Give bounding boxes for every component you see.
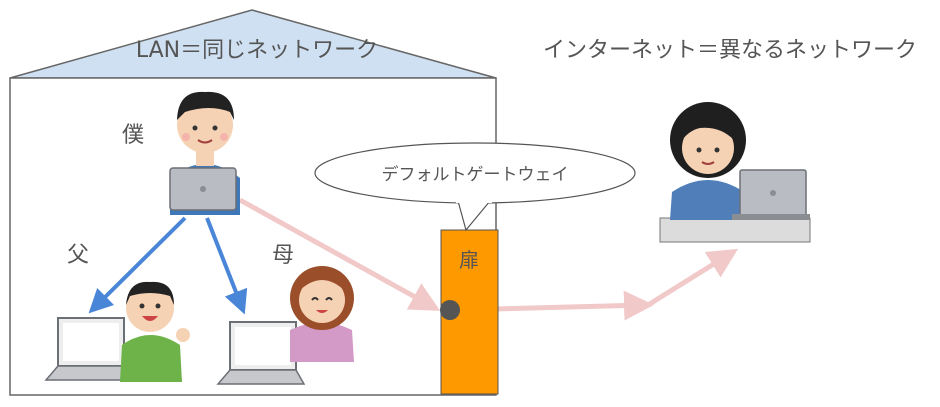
lan-arrow-to-mother — [205, 217, 248, 315]
person-father — [120, 281, 190, 382]
label-mother: 母 — [272, 243, 294, 268]
gateway-speech-bubble: デフォルトゲートウェイ — [314, 142, 636, 232]
label-father: 父 — [67, 243, 89, 268]
mother-head — [299, 277, 345, 323]
route-arrow-to-door — [238, 197, 441, 311]
door-label: 扉 — [459, 248, 479, 272]
lan-title: LAN＝同じネットワーク — [136, 38, 378, 63]
person-me — [169, 91, 240, 215]
route-arrow-to-remote — [646, 248, 739, 308]
door-knob — [440, 300, 460, 320]
person-mother — [290, 266, 354, 362]
person-remote — [659, 102, 811, 243]
lan-arrow-to-father — [88, 216, 187, 314]
remote-head — [682, 122, 734, 174]
father-head — [126, 284, 174, 332]
father-laptop — [44, 317, 134, 381]
me-head — [177, 97, 233, 153]
bubble-text: デフォルトゲートウェイ — [382, 164, 569, 185]
gateway-door: 扉 — [440, 229, 499, 395]
mother-laptop — [216, 321, 306, 385]
label-me: 僕 — [122, 123, 144, 148]
internet-title: インターネット＝異なるネットワーク — [543, 38, 917, 63]
